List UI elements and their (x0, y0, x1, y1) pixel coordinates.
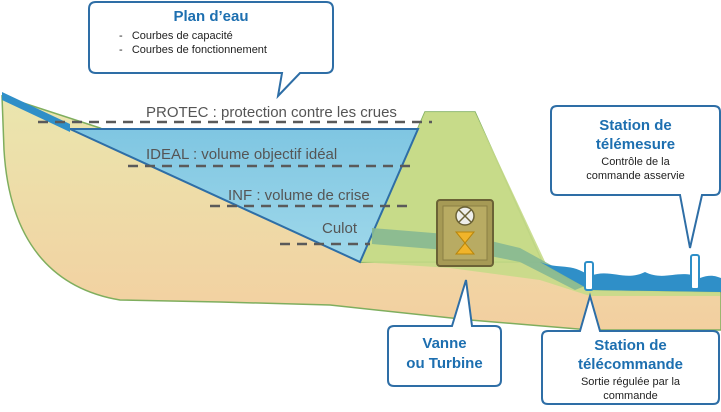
turbine-hourglass-icon (454, 231, 476, 255)
upstream-water-edge (2, 92, 70, 132)
vanne-text: Vanne ou Turbine (388, 334, 501, 374)
callout-telecommande (541, 292, 720, 405)
plan-deau-title: Plan d’eau (173, 8, 249, 25)
plan-deau-item-2: - Courbes de fonctionnement (119, 44, 267, 56)
callout-plan-deau (88, 1, 334, 100)
inf-label: INF : volume de crise (228, 187, 370, 204)
telecommande-title-2: télécommande (577, 356, 684, 373)
telemesure-title-1: Station de (599, 117, 672, 134)
plan-deau-text: Plan d’eau - Courbes de capacité - Courb… (89, 8, 333, 57)
telecommande-title-1: Station de (594, 337, 667, 354)
telemesure-title-2: télémesure (595, 136, 676, 153)
telemesure-desc-2: commande asservie (586, 170, 685, 182)
telemetry-post (690, 254, 700, 290)
callout-telemesure (550, 105, 721, 249)
telecontrol-post (584, 261, 594, 291)
telemesure-text: Station de télémesure Contrôle de la com… (551, 116, 720, 183)
vanne-title-2: ou Turbine (406, 355, 483, 372)
telemesure-desc-1: Contrôle de la (601, 156, 670, 168)
telecommande-desc-2: commande (603, 390, 658, 402)
plan-deau-item-1: - Courbes de capacité (119, 30, 233, 42)
telecommande-desc-1: Sortie régulée par la (580, 376, 681, 388)
callout-vanne (387, 279, 502, 387)
ideal-label: IDEAL : volume objectif idéal (146, 146, 338, 163)
penstock-pipe (372, 228, 590, 290)
protec-label: PROTEC : protection contre les crues (146, 104, 397, 121)
reservoir-water (69, 128, 420, 264)
telecommande-text: Station de télécommande Sortie régulée p… (542, 336, 719, 403)
vanne-title-1: Vanne (422, 335, 467, 352)
culot-label: Culot (322, 220, 358, 237)
